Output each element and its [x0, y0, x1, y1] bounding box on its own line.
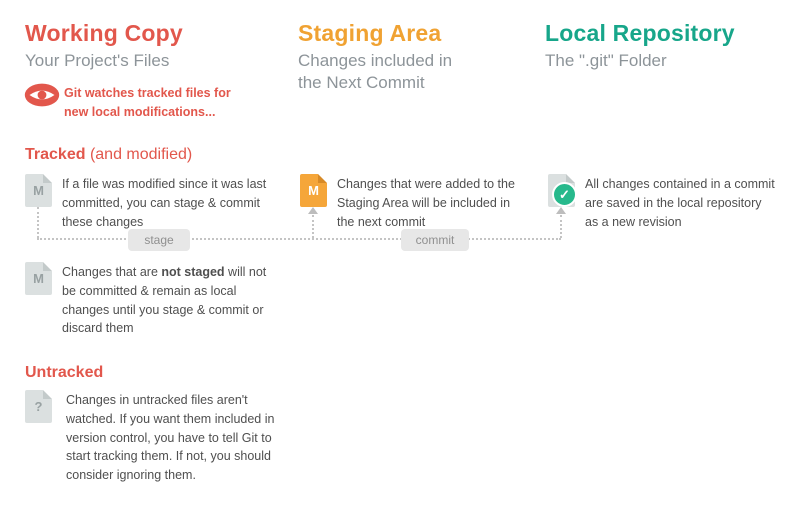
commit-button[interactable]: commit — [401, 229, 469, 251]
tracked-heading-title: Tracked — [25, 146, 86, 163]
modified-file-icon: M — [25, 174, 52, 207]
untracked-badge: ? — [34, 399, 43, 414]
not-staged-text-suffix: will not be committed & remain as local … — [62, 265, 267, 336]
arrow-up-repo-icon — [556, 207, 566, 214]
staged-file-icon: M — [300, 174, 327, 207]
check-glyph: ✓ — [559, 186, 570, 202]
flow-line-working-down — [37, 207, 39, 238]
staged-text: Changes that were added to the Staging A… — [337, 177, 515, 229]
flow-line-horizontal — [37, 238, 561, 240]
flow-line-staging-up — [312, 215, 314, 238]
committed-text: All changes contained in a commit are sa… — [585, 177, 775, 229]
local-repository-subtitle: The ".git" Folder — [545, 51, 667, 70]
untracked-file-icon: ? — [25, 390, 52, 423]
eye-icon — [24, 83, 60, 107]
not-staged-text: Changes that are not staged will not be … — [62, 263, 270, 338]
untracked-heading: Untracked — [25, 364, 103, 382]
working-modified-text: If a file was modified since it was last… — [62, 177, 267, 229]
staging-area-title: Staging Area — [298, 20, 442, 46]
modified-badge: M — [33, 183, 44, 198]
tracked-heading: Tracked (and modified) — [25, 146, 192, 164]
untracked-heading-title: Untracked — [25, 364, 104, 381]
tracked-heading-suffix: (and modified) — [89, 146, 193, 163]
arrow-up-staging-icon — [308, 207, 318, 214]
not-staged-text-bold: not staged — [161, 265, 225, 279]
not-staged-badge: M — [33, 271, 44, 286]
flow-line-repo-up — [560, 215, 562, 238]
not-staged-text-prefix: Changes that are — [62, 265, 162, 279]
local-repository-title: Local Repository — [545, 20, 735, 46]
not-staged-file-icon: M — [25, 262, 52, 295]
stage-button[interactable]: stage — [128, 229, 190, 251]
untracked-text: Changes in untracked files aren't watche… — [66, 393, 275, 482]
working-copy-subtitle: Your Project's Files — [25, 51, 170, 70]
watch-note: Git watches tracked files for new local … — [64, 86, 231, 119]
staged-badge: M — [308, 183, 319, 198]
staging-area-subtitle: Changes included in the Next Commit — [298, 51, 453, 93]
check-circle-icon: ✓ — [552, 182, 577, 207]
working-copy-title: Working Copy — [25, 20, 183, 46]
